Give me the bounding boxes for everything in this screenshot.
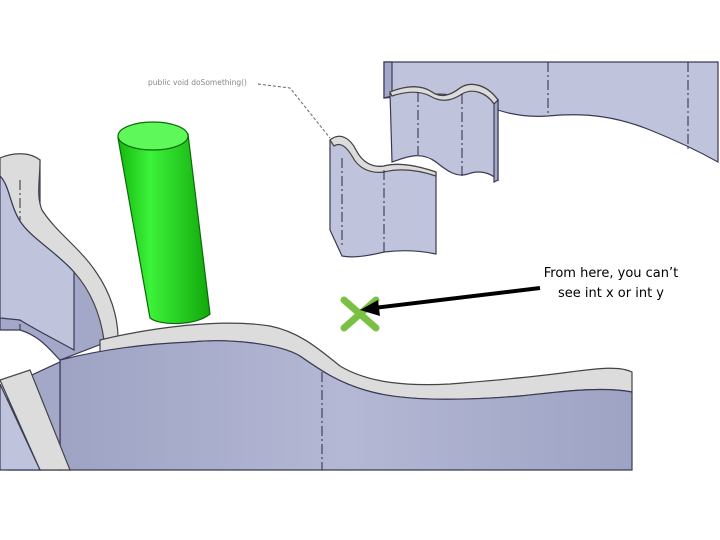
label-leader-line	[257, 83, 331, 139]
left-foreground-slab	[0, 369, 71, 471]
method-label: public void doSomething()	[148, 78, 247, 87]
front-curved-wall	[7, 322, 633, 471]
green-cylinder	[117, 121, 211, 325]
inner-wall-lower	[329, 135, 437, 258]
inner-wall-upper	[389, 83, 499, 183]
arrow-icon	[360, 286, 541, 316]
left-curved-wall	[0, 153, 119, 361]
annotation-caption: From here, you can’t see int x or int y	[536, 264, 686, 304]
annotation-line-2: see int x or int y	[557, 286, 664, 301]
annotation-line-1: From here, you can’t	[543, 266, 679, 281]
